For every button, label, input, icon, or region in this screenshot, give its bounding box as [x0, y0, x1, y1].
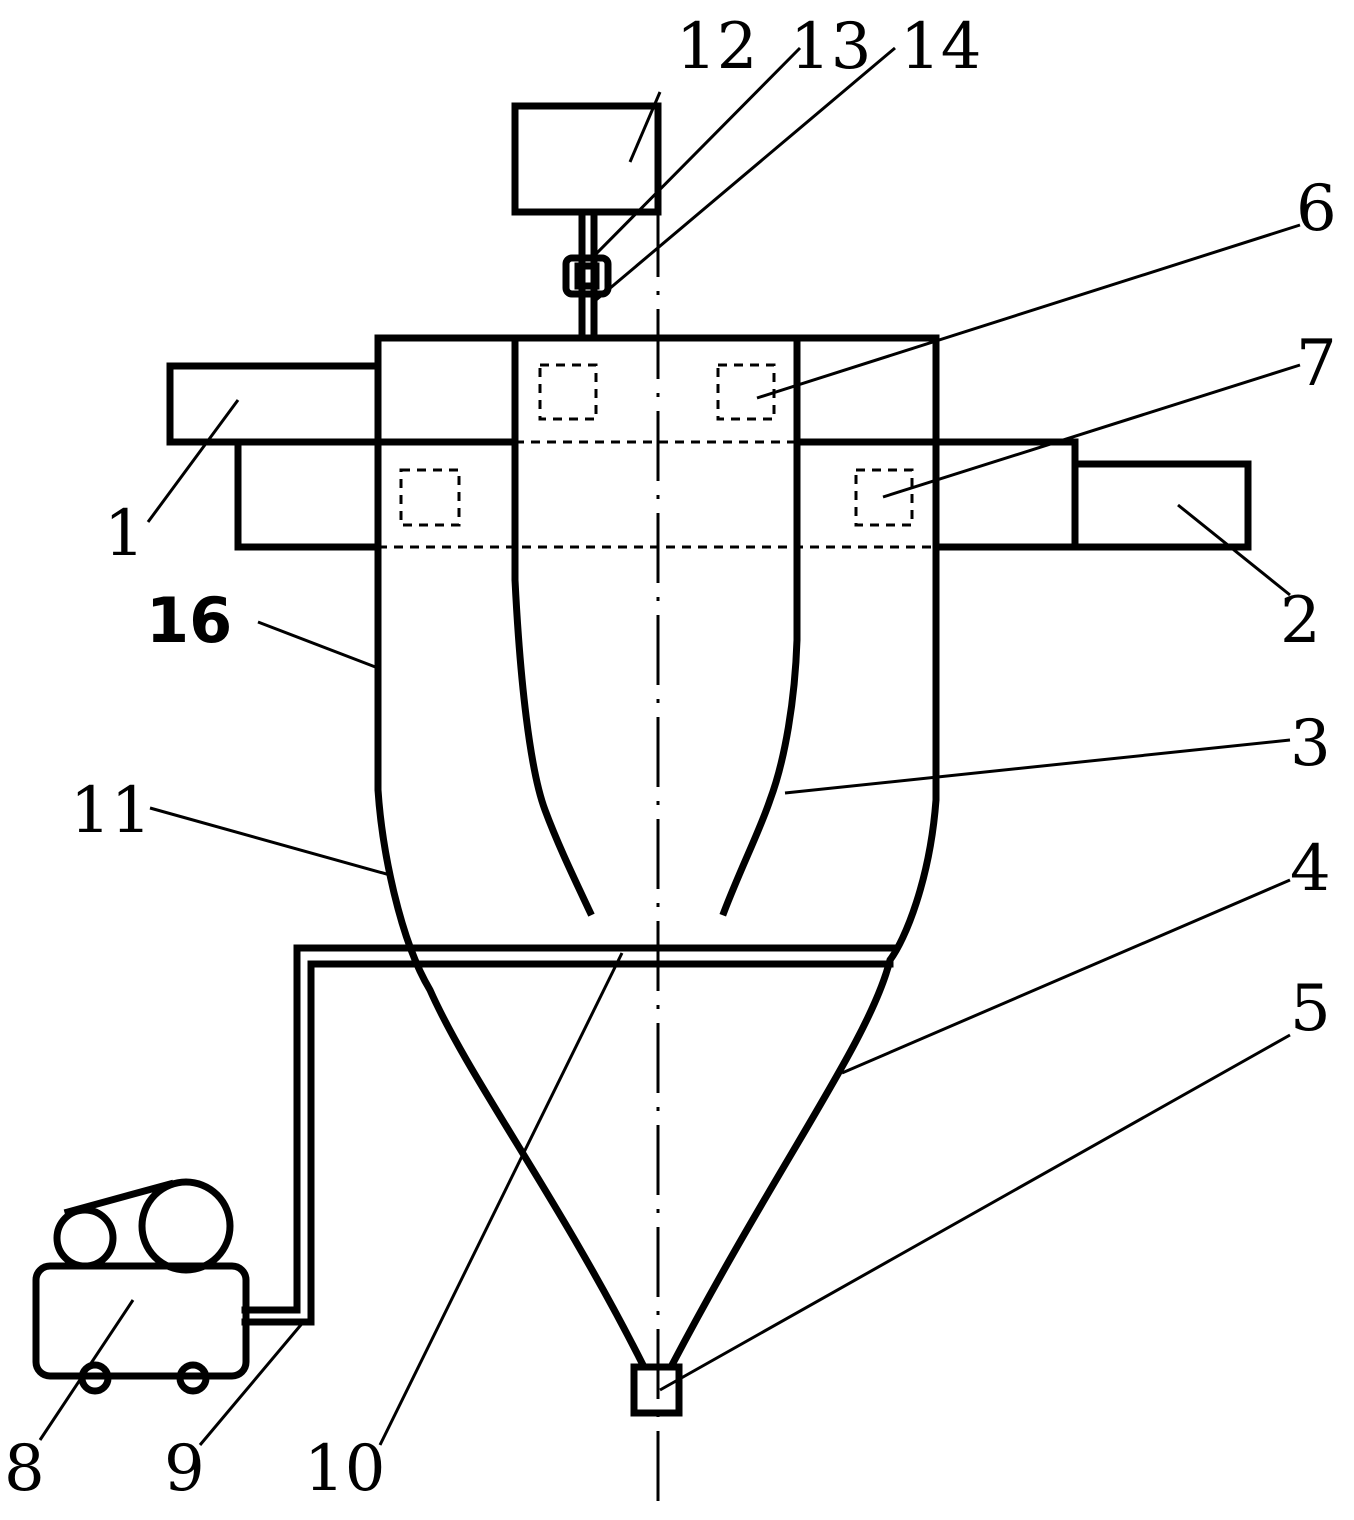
right-outlet-box [1071, 460, 1252, 551]
sensor-box-6b [716, 363, 776, 421]
leader-7 [882, 363, 1301, 499]
leader-6 [756, 223, 1301, 400]
leader-12 [628, 91, 662, 163]
label-13: 13 [790, 10, 871, 84]
label-6: 6 [1296, 172, 1337, 246]
shaft-coupling-inner [574, 262, 600, 290]
sensor-box-6a [538, 363, 598, 421]
leader-1 [146, 399, 240, 523]
label-14: 14 [900, 10, 981, 84]
label-1: 1 [104, 497, 145, 571]
label-8: 8 [4, 1432, 45, 1506]
top-motor-box [511, 102, 662, 216]
leader-10 [378, 952, 624, 1446]
air-pipe-inner [241, 960, 894, 1326]
inner-tube [511, 334, 801, 917]
leader-2 [1177, 503, 1291, 597]
sensor-box-7b [854, 468, 914, 527]
label-3: 3 [1290, 707, 1331, 781]
label-10: 10 [304, 1432, 385, 1506]
right-outlet-frame [793, 438, 1079, 551]
leader-14 [595, 46, 896, 302]
label-7: 7 [1296, 327, 1337, 401]
sensor-box-7a [399, 468, 461, 527]
leader-13 [588, 46, 802, 262]
left-inlet-lower [234, 438, 382, 551]
leader-11 [149, 806, 391, 877]
leader-3 [784, 738, 1291, 795]
leader-5 [659, 1033, 1291, 1392]
bottom-valve [630, 1363, 683, 1417]
compressor-large-pulley [138, 1178, 234, 1274]
label-4: 4 [1290, 832, 1331, 906]
leader-9 [198, 1319, 307, 1446]
compressor-body [32, 1262, 250, 1380]
label-11: 11 [70, 774, 151, 848]
leader-16 [257, 620, 379, 670]
leader-8 [38, 1299, 135, 1441]
compressor-wheel-right [176, 1361, 210, 1395]
label-9: 9 [164, 1432, 205, 1506]
label-12: 12 [676, 10, 757, 84]
compressor-belt-top [63, 1179, 175, 1217]
left-inlet-upper [166, 362, 382, 446]
cyclone-outer-body [374, 334, 940, 1370]
label-5: 5 [1290, 972, 1331, 1046]
shaft-coupling [562, 254, 612, 298]
compressor-small-pulley [53, 1206, 117, 1270]
air-pipe-outer [241, 944, 899, 1314]
leader-4 [841, 878, 1291, 1075]
label-16: 16 [146, 584, 232, 657]
label-2: 2 [1280, 584, 1321, 658]
